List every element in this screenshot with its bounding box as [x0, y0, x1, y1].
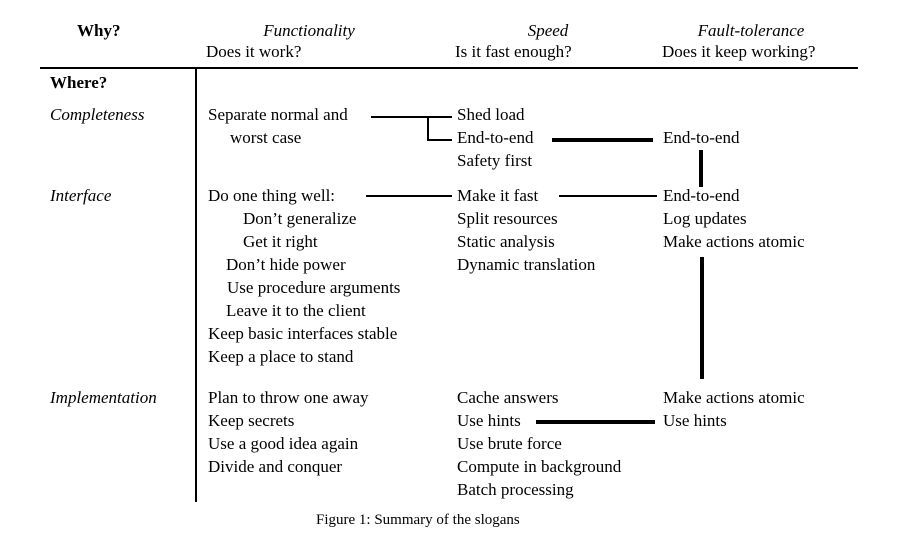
- column-title-speed: Speed: [527, 21, 569, 40]
- slogan-leave-it-to-the-client: Leave it to the client: [226, 301, 366, 320]
- slogan-separate-normal-and: Separate normal and: [208, 105, 348, 124]
- slogan-safety-first: Safety first: [457, 151, 533, 170]
- column-title-fault-tolerance: Fault-tolerance: [697, 21, 805, 40]
- slogan-batch-processing: Batch processing: [457, 480, 574, 499]
- row-label-completeness: Completeness: [50, 105, 145, 124]
- slogan-end-to-end-speed: End-to-end: [457, 128, 534, 147]
- slogan-use-a-good-idea-again: Use a good idea again: [208, 434, 359, 453]
- slogan-cache-answers: Cache answers: [457, 388, 559, 407]
- slogan-static-analysis: Static analysis: [457, 232, 555, 251]
- slogan-make-it-fast: Make it fast: [457, 186, 539, 205]
- slogan-make-actions-atomic-1: Make actions atomic: [663, 232, 805, 251]
- row-label-implementation: Implementation: [50, 388, 157, 407]
- connector-end-to-end-vertical-thick: [699, 150, 703, 187]
- row-label-interface: Interface: [50, 186, 112, 205]
- slogan-plan-to-throw-one-away: Plan to throw one away: [208, 388, 369, 407]
- connector-use-hints-thick: [536, 420, 655, 424]
- slogan-log-updates: Log updates: [663, 209, 747, 228]
- slogan-use-procedure-arguments: Use procedure arguments: [227, 278, 401, 297]
- slogan-divide-and-conquer: Divide and conquer: [208, 457, 343, 476]
- slogan-end-to-end-fault-2: End-to-end: [663, 186, 740, 205]
- slogan-dont-hide-power: Don’t hide power: [226, 255, 346, 274]
- slogan-use-hints-speed: Use hints: [457, 411, 521, 430]
- slogan-dynamic-translation: Dynamic translation: [457, 255, 596, 274]
- connector-do-one-thing-to-make-it-fast: [366, 195, 452, 197]
- where-label: Where?: [50, 73, 108, 92]
- column-title-functionality: Functionality: [263, 21, 355, 40]
- connector-separate-branch-top: [371, 116, 452, 118]
- slogan-make-actions-atomic-2: Make actions atomic: [663, 388, 805, 407]
- slogan-compute-in-background: Compute in background: [457, 457, 622, 476]
- connector-end-to-end-thick: [552, 138, 653, 142]
- column-divider: [195, 68, 197, 502]
- connector-make-it-fast-to-end-to-end: [559, 195, 657, 197]
- slogan-get-it-right: Get it right: [243, 232, 318, 251]
- connector-separate-branch-vertical: [427, 116, 429, 140]
- header-rule: [40, 67, 858, 69]
- column-question-fault-tolerance: Does it keep working?: [662, 42, 816, 61]
- slogan-keep-basic-interfaces-stable: Keep basic interfaces stable: [208, 324, 398, 343]
- column-question-functionality: Does it work?: [206, 42, 302, 61]
- slogan-do-one-thing-well: Do one thing well:: [208, 186, 336, 205]
- slogan-shed-load: Shed load: [457, 105, 525, 124]
- column-question-speed: Is it fast enough?: [455, 42, 572, 61]
- figure-caption: Figure 1: Summary of the slogans: [316, 512, 520, 528]
- connector-separate-branch-bottom: [427, 139, 452, 141]
- slogan-end-to-end-fault-1: End-to-end: [663, 128, 740, 147]
- slogan-use-brute-force: Use brute force: [457, 434, 562, 453]
- slogan-keep-secrets: Keep secrets: [208, 411, 295, 430]
- slogan-keep-a-place-to-stand: Keep a place to stand: [208, 347, 354, 366]
- slogan-use-hints-fault: Use hints: [663, 411, 727, 430]
- connector-make-actions-atomic-vertical-thick: [700, 257, 704, 379]
- slogan-dont-generalize: Don’t generalize: [243, 209, 357, 228]
- slogan-worst-case: worst case: [230, 128, 302, 147]
- why-label: Why?: [77, 21, 121, 40]
- slogan-split-resources: Split resources: [457, 209, 558, 228]
